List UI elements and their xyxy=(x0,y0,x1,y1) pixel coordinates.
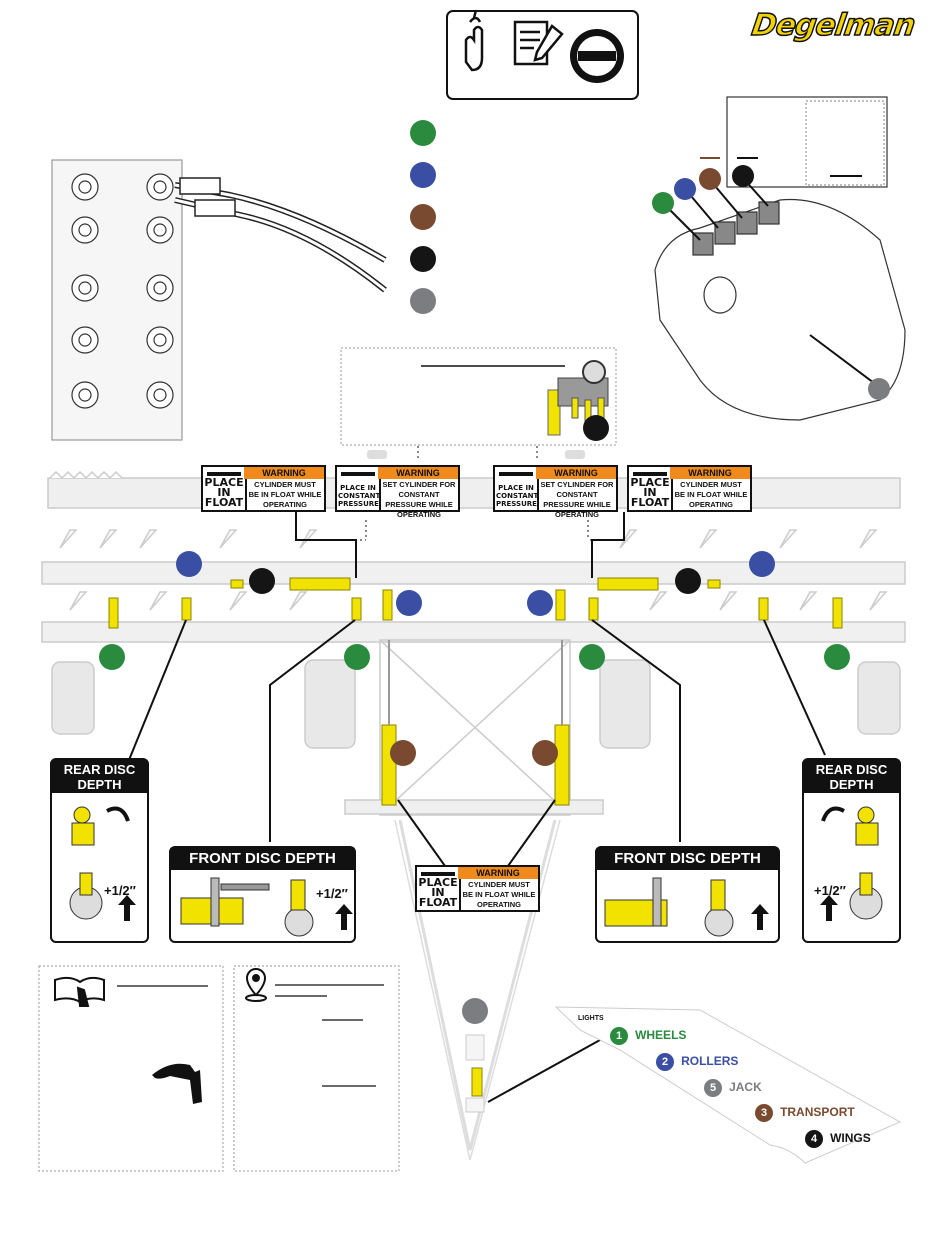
decal-title: FRONT DISC DEPTH xyxy=(597,848,778,870)
manual-info-box xyxy=(38,965,224,1172)
marker-gray-circle xyxy=(462,998,488,1024)
finger-reminder-icon xyxy=(464,9,484,72)
legend-black-circle xyxy=(410,246,436,272)
warning-header: WARNING xyxy=(458,867,538,879)
valve-number-badge: 2 xyxy=(656,1053,674,1071)
adjust-amount: +1/2″ xyxy=(814,883,846,898)
marker-green-circle xyxy=(99,644,125,670)
warning-decal-pressure-left: PLACE IN CONSTANT PRESSURE WARNING SET C… xyxy=(335,465,460,519)
warning-header: WARNING xyxy=(536,467,616,479)
legend-brown-circle xyxy=(410,204,436,230)
legend-green-circle xyxy=(410,120,436,146)
front-disc-depth-decal-right: FRONT DISC DEPTH xyxy=(595,846,780,943)
front-disc-depth-decal-left: FRONT DISC DEPTH +1/2″ xyxy=(169,846,356,943)
control-brown-circle xyxy=(699,168,721,190)
control-green-circle xyxy=(652,192,674,214)
warning-decal-float-left: PLACE IN FLOAT WARNING CYLINDER MUST BE … xyxy=(201,465,326,512)
valve-label-wings: 4 WINGS xyxy=(801,1128,891,1148)
cylinder-pressure-icon: PLACE IN CONSTANT PRESSURE xyxy=(337,467,381,510)
valve-label-rollers: 2 ROLLERS xyxy=(652,1051,756,1071)
valve-number-badge: 1 xyxy=(610,1027,628,1045)
decal-title: FRONT DISC DEPTH xyxy=(171,848,354,870)
valve-number-badge: 4 xyxy=(805,1130,823,1148)
hydraulic-cylinders xyxy=(108,577,843,1097)
adjust-amount: +1/2″ xyxy=(316,886,348,901)
valve-label-decal xyxy=(554,1006,902,1164)
decal-title: REAR DISC DEPTH xyxy=(52,760,147,793)
cylinder-float-icon: PLACE IN FLOAT xyxy=(203,467,247,510)
rear-disc-depth-decal-left: REAR DISC DEPTH +1/2″ xyxy=(50,758,149,943)
tractor-controls-sketch xyxy=(654,96,906,421)
warning-decal-float-right: PLACE IN FLOAT WARNING CYLINDER MUST BE … xyxy=(627,465,752,512)
valve-label-text: ROLLERS xyxy=(681,1054,739,1068)
marker-blue-circle xyxy=(176,551,202,577)
legend-blue-circle xyxy=(410,162,436,188)
marker-black-circle xyxy=(675,568,701,594)
adjust-amount: +1/2″ xyxy=(104,883,136,898)
rear-disc-adjust-icon xyxy=(820,806,883,921)
warning-text: SET CYLINDER FOR CONSTANT PRESSURE WHILE… xyxy=(382,480,456,519)
cylinder-float-icon: PLACE IN FLOAT xyxy=(417,867,461,910)
valve-black-circle xyxy=(583,415,609,441)
hydraulic-couplers-sketch xyxy=(51,159,387,441)
pressure-valve-box xyxy=(340,347,617,446)
rear-disc-depth-decal-right: REAR DISC DEPTH +1/2″ xyxy=(802,758,901,943)
front-disc-adjust-icon xyxy=(180,877,353,937)
valve-label-text: WHEELS xyxy=(635,1028,687,1042)
valve-label-text: JACK xyxy=(729,1080,762,1094)
warning-text: SET CYLINDER FOR CONSTANT PRESSURE WHILE… xyxy=(540,480,614,519)
pressure-valve-sketch xyxy=(547,360,609,441)
marker-brown-circle xyxy=(390,740,416,766)
warning-text: CYLINDER MUST BE IN FLOAT WHILE OPERATIN… xyxy=(674,480,748,509)
front-disc-adjust-icon xyxy=(604,877,769,937)
valve-number-badge: 5 xyxy=(704,1079,722,1097)
warning-text: CYLINDER MUST BE IN FLOAT WHILE OPERATIN… xyxy=(462,880,536,909)
registration-seal-icon xyxy=(570,29,624,83)
valve-label-text: TRANSPORT xyxy=(780,1105,855,1119)
manual-book-icon xyxy=(54,976,105,1007)
degelman-logo: Degelman xyxy=(749,7,918,44)
valve-number-badge: 3 xyxy=(755,1104,773,1122)
warning-header: WARNING xyxy=(670,467,750,479)
valve-label-jack: 5 JACK xyxy=(700,1077,780,1097)
control-black-circle xyxy=(732,165,754,187)
marker-green-circle xyxy=(579,644,605,670)
valve-label-transport: 3 TRANSPORT xyxy=(751,1102,881,1122)
decal-title: REAR DISC DEPTH xyxy=(804,760,899,793)
control-blue-circle xyxy=(674,178,696,200)
location-pin-icon xyxy=(245,968,267,1002)
grease-gun-icon xyxy=(152,1063,202,1104)
warning-decal-pressure-right: PLACE IN CONSTANT PRESSURE WARNING SET C… xyxy=(493,465,618,519)
marker-blue-circle xyxy=(749,551,775,577)
warning-header: WARNING xyxy=(378,467,458,479)
control-gray-circle xyxy=(868,378,890,400)
marker-black-circle xyxy=(249,568,275,594)
marker-green-circle xyxy=(824,644,850,670)
lights-label: LIGHTS xyxy=(578,1015,604,1022)
document-sign-icon xyxy=(513,20,564,66)
warning-text: CYLINDER MUST BE IN FLOAT WHILE OPERATIN… xyxy=(248,480,322,509)
warning-header: WARNING xyxy=(244,467,324,479)
cylinder-pressure-icon: PLACE IN CONSTANT PRESSURE xyxy=(495,467,539,510)
valve-label-text: WINGS xyxy=(830,1131,871,1145)
warning-decal-float-center: PLACE IN FLOAT WARNING CYLINDER MUST BE … xyxy=(415,865,540,912)
marker-green-circle xyxy=(344,644,370,670)
valve-label-wheels: 1 WHEELS xyxy=(606,1025,702,1045)
location-info-box xyxy=(233,965,400,1172)
cylinder-float-icon: PLACE IN FLOAT xyxy=(629,467,673,510)
marker-blue-circle xyxy=(527,590,553,616)
marker-blue-circle xyxy=(396,590,422,616)
legend-gray-circle xyxy=(410,288,436,314)
marker-brown-circle xyxy=(532,740,558,766)
rear-disc-adjust-icon xyxy=(69,806,136,921)
